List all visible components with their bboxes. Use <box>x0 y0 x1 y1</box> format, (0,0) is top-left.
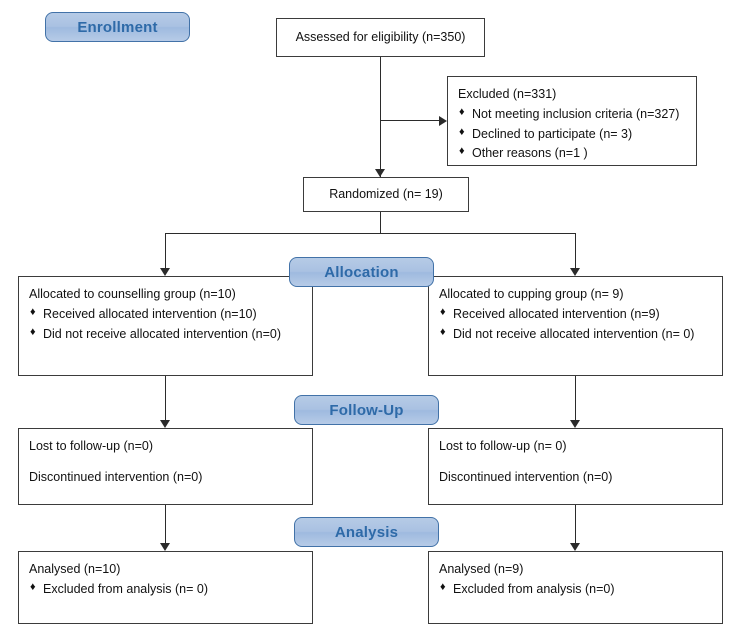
list-item: ♦ Other reasons (n=1 ) <box>458 144 686 163</box>
list-item: ♦ Did not receive allocated intervention … <box>29 325 302 344</box>
randomized-text: Randomized (n= 19) <box>329 186 443 201</box>
analysis-right-item-text: Excluded from analysis (n=0) <box>453 582 615 597</box>
box-follow-up-right: Lost to follow-up (n= 0) Discontinued in… <box>428 428 723 505</box>
excluded-reason-text: Not meeting inclusion criteria (n=327) <box>472 107 680 122</box>
analysis-left-title: Analysed (n=10) <box>29 562 121 576</box>
analysis-right-list: ♦ Excluded from analysis (n=0) <box>439 580 712 599</box>
follow-up-right-lost: Lost to follow-up (n= 0) <box>439 439 567 453</box>
arrow-to-randomized-icon <box>375 169 385 177</box>
allocation-left-item-text: Did not receive allocated intervention (… <box>43 326 281 341</box>
list-item: ♦ Did not receive allocated intervention … <box>439 325 712 344</box>
allocation-left-item-text: Received allocated intervention (n=10) <box>43 307 257 322</box>
arrow-to-analysis-right-icon <box>570 543 580 551</box>
excluded-reason-text: Other reasons (n=1 ) <box>472 146 588 161</box>
stage-pill-allocation-label: Allocation <box>324 263 399 281</box>
arrow-to-allocation-left-icon <box>160 268 170 276</box>
excluded-reason-list: ♦Not meeting inclusion criteria (n=327) … <box>458 105 686 163</box>
allocation-right-title: Allocated to cupping group (n= 9) <box>439 287 624 301</box>
follow-up-right-discontinued: Discontinued intervention (n=0) <box>439 470 613 485</box>
bullet-icon: ♦ <box>30 581 36 594</box>
stage-pill-enrollment: Enrollment <box>45 12 190 42</box>
allocation-right-item-text: Received allocated intervention (n=9) <box>453 307 660 322</box>
list-item: ♦ Received allocated intervention (n=10) <box>29 305 302 324</box>
connector-follow-up-left-to-analysis <box>165 505 166 543</box>
list-item: ♦ Excluded from analysis (n=0) <box>439 580 712 599</box>
box-allocation-left: Allocated to counselling group (n=10) ♦ R… <box>18 276 313 376</box>
stage-pill-enrollment-label: Enrollment <box>77 18 158 36</box>
list-item: ♦ Excluded from analysis (n= 0) <box>29 580 302 599</box>
box-assessed-for-eligibility: Assessed for eligibility (n=350) <box>276 18 485 57</box>
connector-assessed-to-excluded <box>380 120 439 121</box>
connector-randomized-down <box>380 212 381 234</box>
analysis-left-list: ♦ Excluded from analysis (n= 0) <box>29 580 302 599</box>
connector-allocation-left-to-follow-up <box>165 376 166 420</box>
bullet-icon: ♦ <box>440 306 446 319</box>
allocation-right-list: ♦ Received allocated intervention (n=9) ♦… <box>439 305 712 344</box>
stage-pill-analysis: Analysis <box>294 517 439 547</box>
bullet-icon: ♦ <box>440 325 446 338</box>
connector-assessed-to-randomized <box>380 57 381 177</box>
bullet-icon: ♦ <box>30 306 36 319</box>
arrow-to-follow-up-right-icon <box>570 420 580 428</box>
follow-up-left-discontinued: Discontinued intervention (n=0) <box>29 470 203 485</box>
excluded-title: Excluded (n=331) <box>458 87 557 101</box>
allocation-left-list: ♦Received allocated intervention (n=10) … <box>29 305 302 344</box>
list-item: ♦ Received allocated intervention (n=9) <box>439 305 712 324</box>
list-item: ♦ Not meeting inclusion criteria (n=327) <box>458 105 686 124</box>
box-excluded: Excluded (n=331) ♦ Not meeting inclusion … <box>447 76 697 166</box>
arrow-to-follow-up-left-icon <box>160 420 170 428</box>
bullet-icon: ♦ <box>459 125 465 138</box>
box-randomized: Randomized (n= 19) <box>303 177 469 212</box>
connector-split-to-allocation-left <box>165 233 166 268</box>
stage-pill-analysis-label: Analysis <box>334 523 399 541</box>
box-analysis-right: Analysed (n=9) ♦ Excluded from analysis (… <box>428 551 723 624</box>
box-analysis-left: Analysed (n=10) ♦ Excluded from analysis … <box>18 551 313 624</box>
box-allocation-right: Allocated to cupping group (n= 9) ♦ Recei… <box>428 276 723 376</box>
allocation-right-item-text: Did not receive allocated intervention (… <box>453 326 695 341</box>
analysis-right-title: Analysed (n=9) <box>439 562 524 576</box>
stage-pill-allocation: Allocation <box>289 257 434 287</box>
bullet-icon: ♦ <box>30 325 36 338</box>
list-item: ♦ Declined to participate (n= 3) <box>458 125 686 144</box>
bullet-icon: ♦ <box>459 145 465 158</box>
connector-split-to-allocation-right <box>575 233 576 268</box>
assessed-text: Assessed for eligibility (n=350) <box>295 29 466 44</box>
bullet-icon: ♦ <box>440 581 446 594</box>
box-follow-up-left: Lost to follow-up (n=0) Discontinued int… <box>18 428 313 505</box>
allocation-left-title: Allocated to counselling group (n=10) <box>29 287 236 301</box>
arrow-to-analysis-left-icon <box>160 543 170 551</box>
connector-randomized-split <box>165 233 576 234</box>
bullet-icon: ♦ <box>459 106 465 119</box>
connector-allocation-right-to-follow-up <box>575 376 576 420</box>
arrow-to-allocation-right-icon <box>570 268 580 276</box>
stage-pill-follow-up-label: Follow-Up <box>329 401 404 419</box>
stage-pill-follow-up: Follow-Up <box>294 395 439 425</box>
connector-follow-up-right-to-analysis <box>575 505 576 543</box>
follow-up-left-lost: Lost to follow-up (n=0) <box>29 439 154 453</box>
arrow-to-excluded-icon <box>439 116 447 126</box>
analysis-left-item-text: Excluded from analysis (n= 0) <box>43 582 209 597</box>
excluded-reason-text: Declined to participate (n= 3) <box>472 126 633 141</box>
